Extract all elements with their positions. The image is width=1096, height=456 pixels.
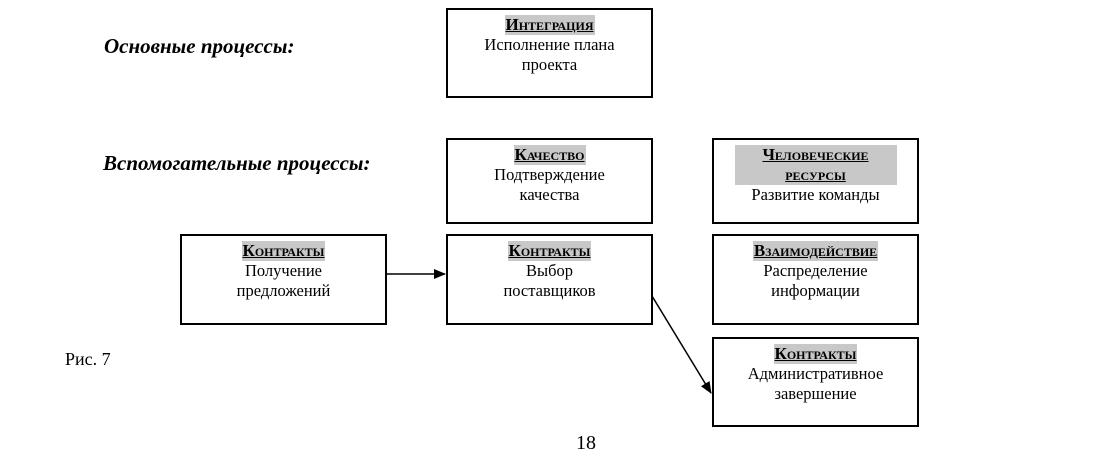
box-human-resources-body: Развитие команды xyxy=(751,185,880,204)
box-quality: Качество Подтверждение качества xyxy=(446,138,653,224)
page-number: 18 xyxy=(576,432,596,454)
box-integration: Интеграция Исполнение плана проекта xyxy=(446,8,653,98)
box-contracts-proposals-title: Контракты xyxy=(241,241,326,261)
box-quality-title: Качество xyxy=(513,145,586,165)
box-contracts-closeout-body: Административное завершение xyxy=(747,364,884,403)
main-processes-label: Основные процессы: xyxy=(104,34,295,58)
box-contracts-closeout: Контракты Административное завершение xyxy=(712,337,919,427)
box-integration-title: Интеграция xyxy=(504,15,595,35)
box-contracts-suppliers-title: Контракты xyxy=(507,241,592,261)
box-contracts-proposals-body: Получение предложений xyxy=(236,261,331,300)
figure-caption: Рис. 7 xyxy=(65,349,111,369)
auxiliary-processes-label: Вспомогательные процессы: xyxy=(103,151,371,175)
box-contracts-suppliers-body: Выбор поставщиков xyxy=(503,261,596,300)
box-contracts-closeout-title: Контракты xyxy=(773,344,858,364)
box-human-resources: Человеческие ресурсы Развитие команды xyxy=(712,138,919,224)
box-contracts-proposals: Контракты Получение предложений xyxy=(180,234,387,325)
box-integration-body: Исполнение плана проекта xyxy=(484,35,615,74)
box-communication-body: Распределение информации xyxy=(763,261,868,300)
box-communication: Взаимодействие Распределение информации xyxy=(712,234,919,325)
box-communication-title: Взаимодействие xyxy=(752,241,879,261)
box-contracts-suppliers: Контракты Выбор поставщиков xyxy=(446,234,653,325)
box-quality-body: Подтверждение качества xyxy=(494,165,605,204)
box-human-resources-title: Человеческие ресурсы xyxy=(734,145,897,185)
arrow-suppliers-to-closeout xyxy=(651,295,712,394)
